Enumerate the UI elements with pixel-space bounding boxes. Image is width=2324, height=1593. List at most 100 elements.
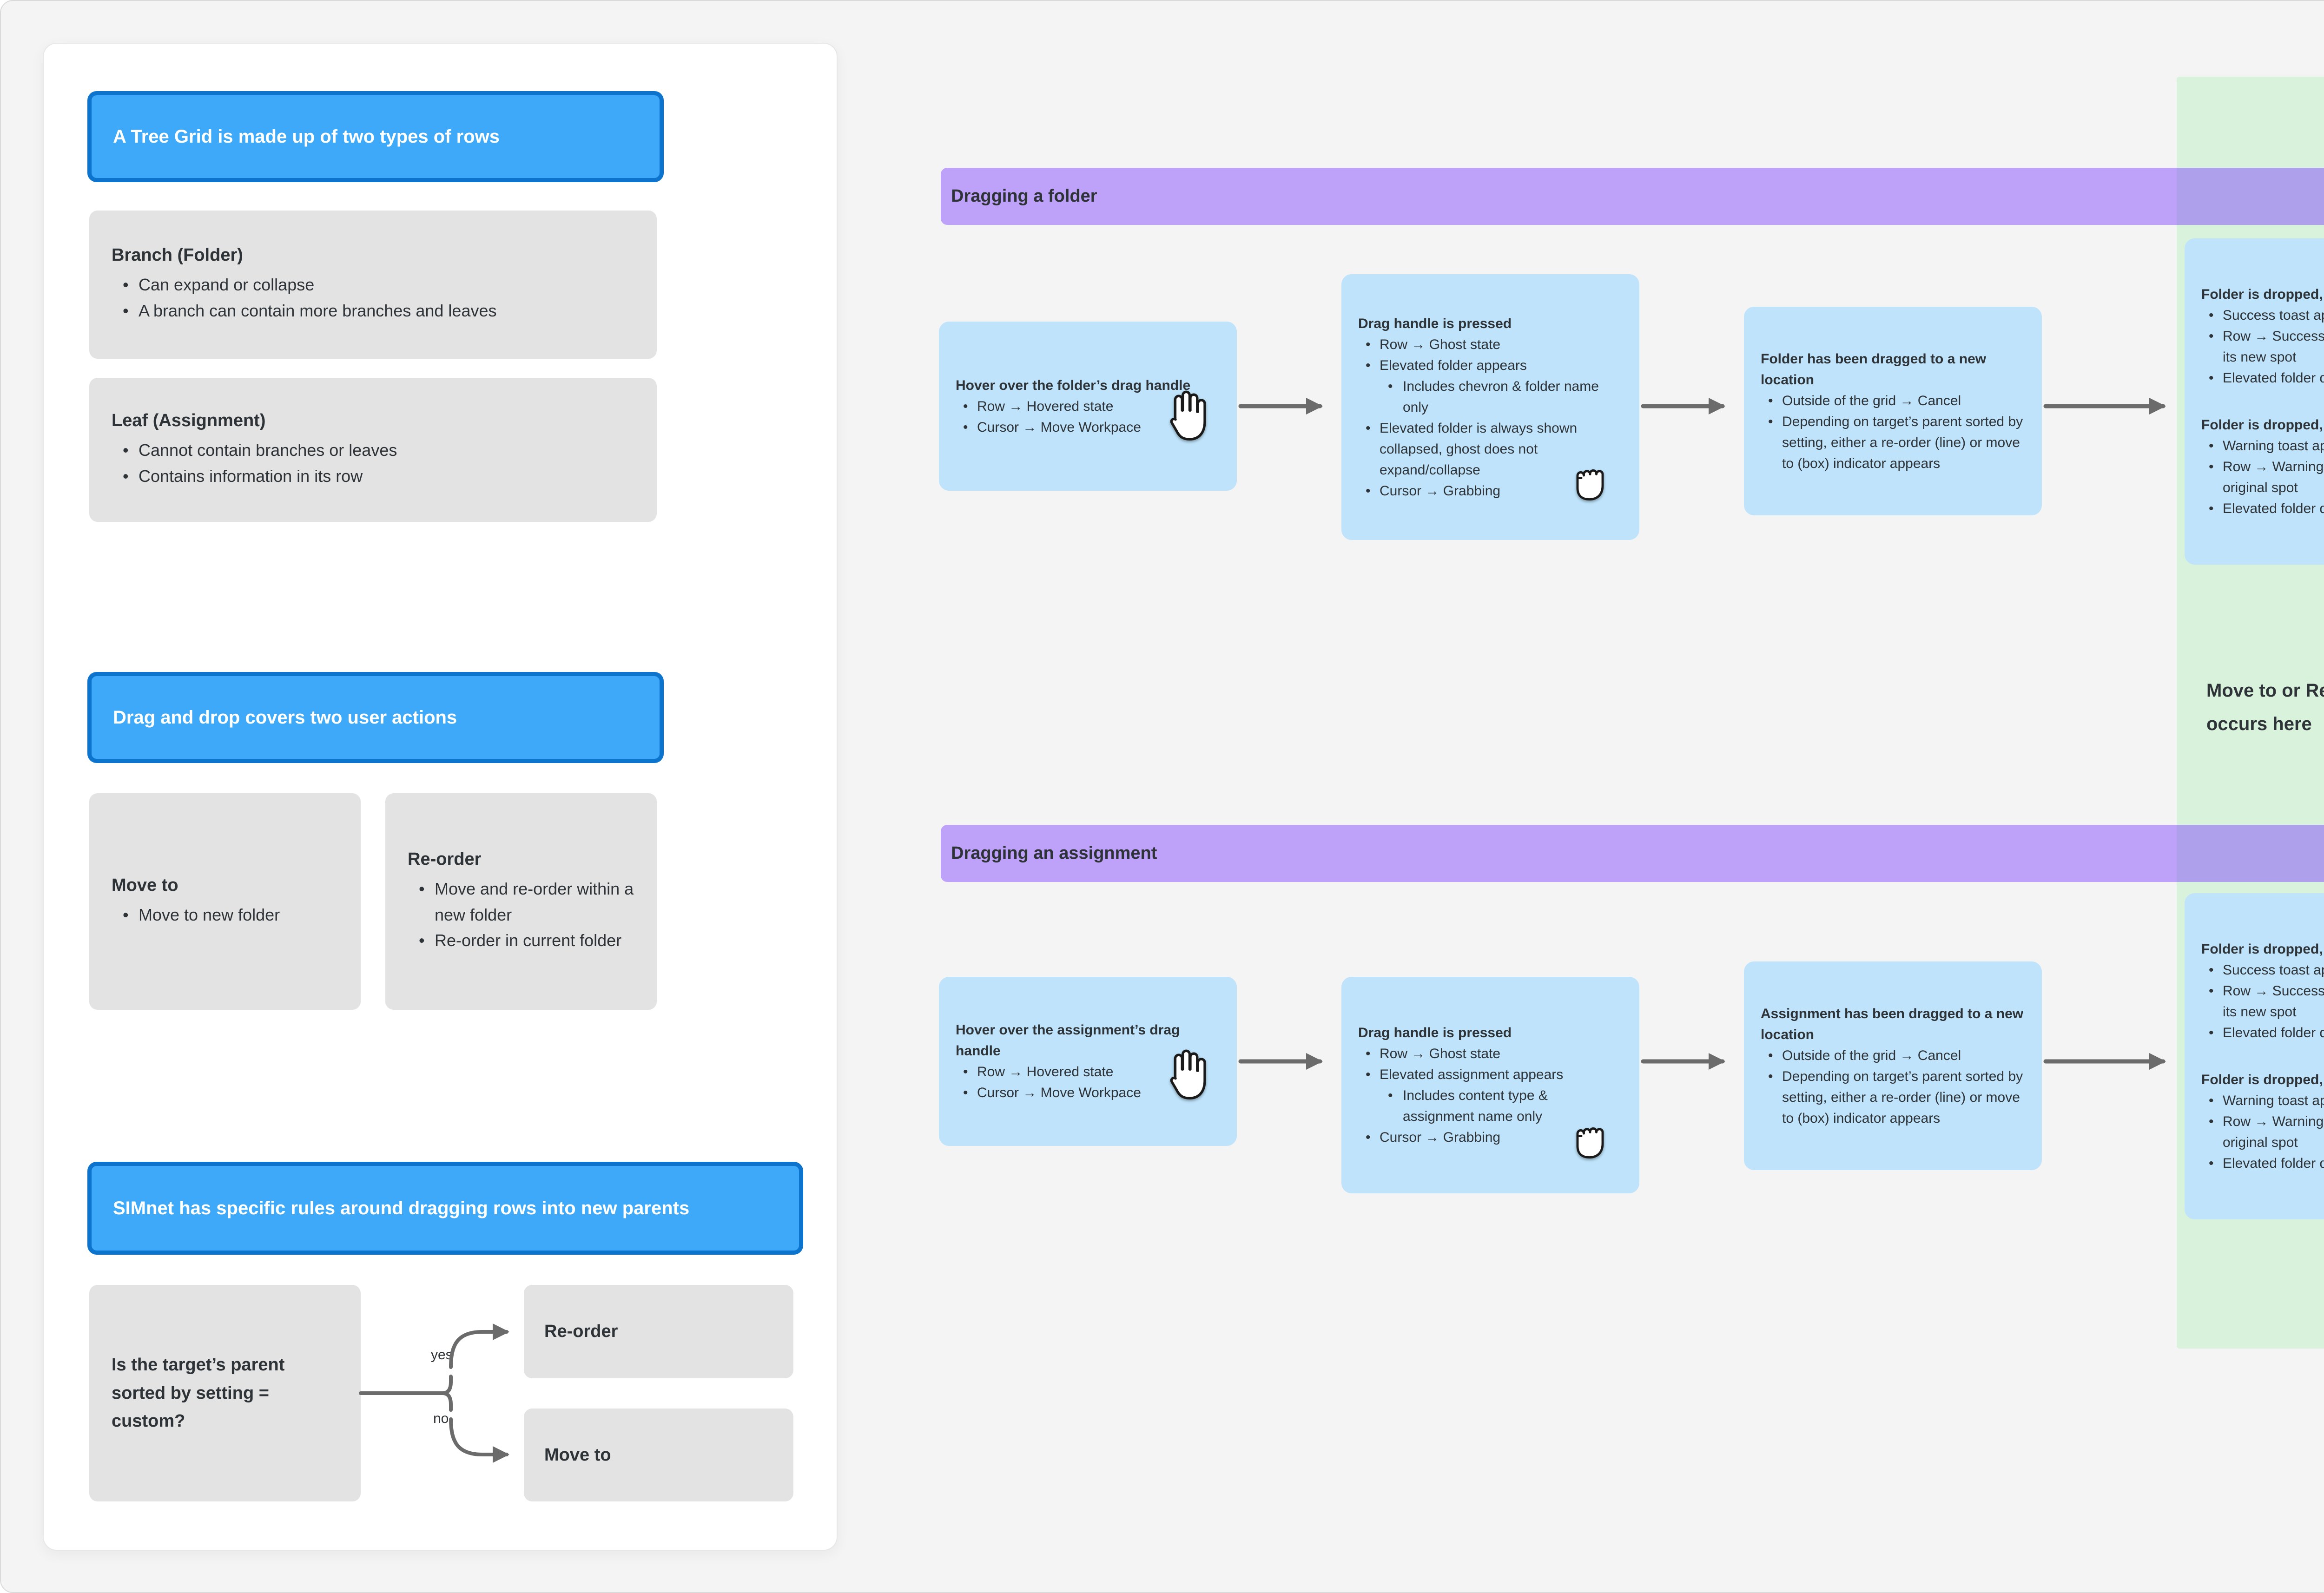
decision-question-text: Is the target’s parent sorted by setting… xyxy=(112,1355,285,1431)
assignment-step-pressed[interactable]: Drag handle is pressed Row → Ghost state… xyxy=(1341,977,1639,1193)
branch-note-title: Branch (Folder) xyxy=(112,245,243,265)
grab-hand-icon xyxy=(1565,1113,1615,1167)
list-item: Row → Hovered state xyxy=(956,1061,1220,1082)
dropped-failure-section: Folder is dropped, failure Warning toast… xyxy=(2201,415,2324,519)
list-item: Move and re-order within a new folder xyxy=(408,876,634,928)
header-tree-grid[interactable]: A Tree Grid is made up of two types of r… xyxy=(87,91,664,182)
dropped-success-section: Folder is dropped, success Success toast… xyxy=(2201,939,2324,1043)
header-drag-drop[interactable]: Drag and drop covers two user actions xyxy=(87,672,664,763)
list-item: Row → Success state and placed in its ne… xyxy=(2201,981,2324,1022)
open-hand-icon xyxy=(1163,1045,1215,1109)
list-item: Outside of the grid → Cancel xyxy=(1761,1045,2025,1066)
list-item: Success toast appears xyxy=(2201,960,2324,981)
leaf-note[interactable]: Leaf (Assignment) Cannot contain branche… xyxy=(89,378,657,522)
section-banner-assignment[interactable]: Dragging an assignment xyxy=(941,825,2324,882)
header-drag-drop-label: Drag and drop covers two user actions xyxy=(113,707,457,728)
list-item: Row → Success state and placed in its ne… xyxy=(2201,326,2324,368)
decision-result-reorder[interactable]: Re-order xyxy=(524,1285,793,1378)
header-simnet-rules[interactable]: SIMnet has specific rules around draggin… xyxy=(87,1162,803,1255)
header-tree-grid-label: A Tree Grid is made up of two types of r… xyxy=(113,126,500,147)
list-item: Elevated folder disappears xyxy=(2201,498,2324,519)
step-title: Folder is dropped, success xyxy=(2201,941,2324,957)
assignment-step-dropped[interactable]: Folder is dropped, success Success toast… xyxy=(2185,893,2324,1219)
list-item: Success toast appears xyxy=(2201,305,2324,326)
re-order-note-title: Re-order xyxy=(408,849,482,869)
list-item: Elevated folder disappears xyxy=(2201,368,2324,388)
dropped-success-section: Folder is dropped, success Success toast… xyxy=(2201,284,2324,388)
list-item: Cursor → Grabbing xyxy=(1358,1127,1623,1148)
step-bullets: Outside of the grid → Cancel Depending o… xyxy=(1761,390,2025,474)
list-item: Cursor → Move Workpace xyxy=(956,1082,1220,1103)
move-to-note[interactable]: Move to Move to new folder xyxy=(89,793,361,1010)
folder-step-pressed[interactable]: Drag handle is pressed Row → Ghost state… xyxy=(1341,274,1639,540)
step-bullets: Row → Ghost state Elevated assignment ap… xyxy=(1358,1043,1623,1148)
move-to-note-list: Move to new folder xyxy=(112,902,338,928)
list-item: Cursor → Grabbing xyxy=(1358,481,1623,501)
list-item-sub: Includes content type & assignment name … xyxy=(1358,1085,1623,1127)
list-item: Cannot contain branches or leaves xyxy=(112,437,634,463)
left-notes-panel: A Tree Grid is made up of two types of r… xyxy=(43,43,838,1551)
list-item: Elevated folder disappears xyxy=(2201,1153,2324,1174)
list-item: Elevated folder appears xyxy=(1358,355,1623,376)
list-item: Contains information in its row xyxy=(112,463,634,489)
step-title: Drag handle is pressed xyxy=(1358,316,1512,331)
list-item: A branch can contain more branches and l… xyxy=(112,298,634,324)
list-item: Row → Ghost state xyxy=(1358,334,1623,355)
decision-result-move-to-label: Move to xyxy=(544,1445,611,1465)
list-item: Can expand or collapse xyxy=(112,272,634,298)
step-title: Assignment has been dragged to a new loc… xyxy=(1761,1006,2024,1042)
list-item-sub: Includes chevron & folder name only xyxy=(1358,376,1623,418)
decision-question-box[interactable]: Is the target’s parent sorted by setting… xyxy=(89,1285,361,1501)
step-title: Folder has been dragged to a new locatio… xyxy=(1761,351,1987,388)
assignment-step-dragged[interactable]: Assignment has been dragged to a new loc… xyxy=(1744,961,2042,1170)
folder-step-dragged[interactable]: Folder has been dragged to a new locatio… xyxy=(1744,307,2042,515)
open-hand-icon xyxy=(1163,386,1215,450)
step-bullets: Warning toast appears Row → Warning stat… xyxy=(2201,1090,2324,1174)
list-item: Move to new folder xyxy=(112,902,338,928)
list-item: Outside of the grid → Cancel xyxy=(1761,390,2025,411)
step-bullets: Row → Hovered state Cursor → Move Workpa… xyxy=(956,396,1220,438)
move-to-note-title: Move to xyxy=(112,875,178,895)
section-banner-folder[interactable]: Dragging a folder xyxy=(941,168,2324,225)
decision-no-label: no xyxy=(433,1411,449,1426)
list-item: Elevated folder disappears xyxy=(2201,1022,2324,1043)
list-item: Depending on target’s parent sorted by s… xyxy=(1761,1066,2025,1129)
step-title: Folder is dropped, success xyxy=(2201,287,2324,302)
branch-note[interactable]: Branch (Folder) Can expand or collapse A… xyxy=(89,211,657,359)
step-title: Folder is dropped, failure xyxy=(2201,417,2324,433)
list-item: Depending on target’s parent sorted by s… xyxy=(1761,411,2025,474)
step-title: Hover over the assignment’s drag handle xyxy=(956,1022,1180,1059)
step-bullets: Success toast appears Row → Success stat… xyxy=(2201,960,2324,1043)
section-banner-folder-label: Dragging a folder xyxy=(951,186,1097,206)
re-order-note-list: Move and re-order within a new folder Re… xyxy=(408,876,634,954)
list-item: Row → Ghost state xyxy=(1358,1043,1623,1064)
decision-result-move-to[interactable]: Move to xyxy=(524,1409,793,1501)
list-item: Row → Hovered state xyxy=(956,396,1220,417)
list-item: Cursor → Move Workpace xyxy=(956,417,1220,438)
folder-step-dropped[interactable]: Folder is dropped, success Success toast… xyxy=(2185,238,2324,565)
list-item: Row → Warning state and kept in its orig… xyxy=(2201,1111,2324,1153)
step-bullets: Warning toast appears Row → Warning stat… xyxy=(2201,435,2324,519)
folder-step-hover[interactable]: Hover over the folder’s drag handle Row … xyxy=(939,322,1237,491)
decision-result-reorder-label: Re-order xyxy=(544,1322,618,1341)
step-bullets: Row → Ghost state Elevated folder appear… xyxy=(1358,334,1623,501)
step-title: Drag handle is pressed xyxy=(1358,1025,1512,1040)
assignment-step-hover[interactable]: Hover over the assignment’s drag handle … xyxy=(939,977,1237,1146)
header-simnet-rules-label: SIMnet has specific rules around draggin… xyxy=(113,1198,690,1218)
leaf-note-title: Leaf (Assignment) xyxy=(112,410,266,430)
step-title: Folder is dropped, failure xyxy=(2201,1072,2324,1087)
leaf-note-list: Cannot contain branches or leaves Contai… xyxy=(112,437,634,489)
step-title: Hover over the folder’s drag handle xyxy=(956,377,1191,393)
list-item: Re-order in current folder xyxy=(408,928,634,954)
decision-yes-label: yes xyxy=(431,1347,453,1363)
branch-note-list: Can expand or collapse A branch can cont… xyxy=(112,272,634,324)
list-item: Warning toast appears xyxy=(2201,435,2324,456)
section-banner-assignment-label: Dragging an assignment xyxy=(951,843,1157,863)
list-item: Elevated folder is always shown collapse… xyxy=(1358,418,1623,481)
list-item: Warning toast appears xyxy=(2201,1090,2324,1111)
step-bullets: Success toast appears Row → Success stat… xyxy=(2201,305,2324,388)
step-bullets: Outside of the grid → Cancel Depending o… xyxy=(1761,1045,2025,1129)
re-order-note[interactable]: Re-order Move and re-order within a new … xyxy=(385,793,657,1010)
list-item: Row → Warning state and kept in its orig… xyxy=(2201,456,2324,498)
